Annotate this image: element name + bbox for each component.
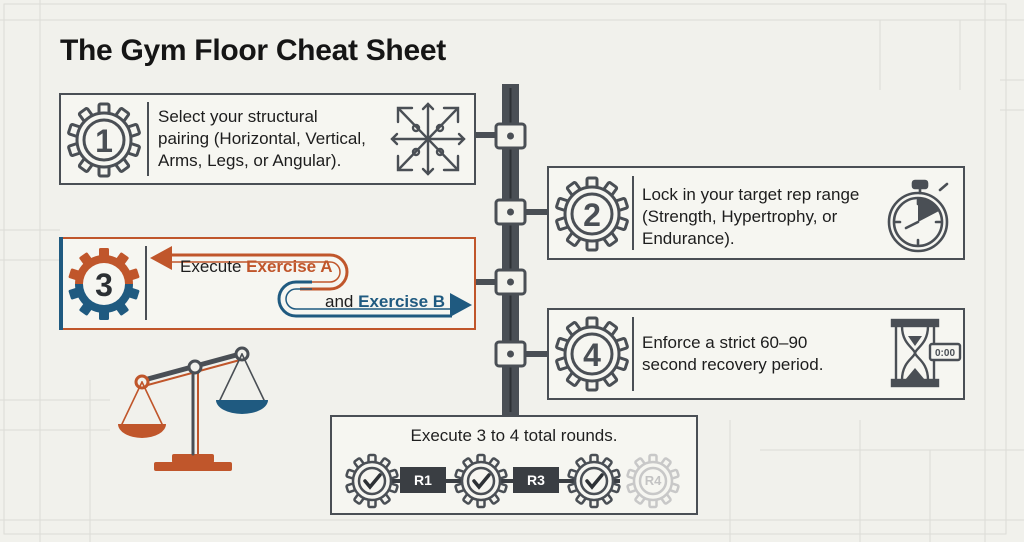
step-2-text: Lock in your target rep range (Strength,…: [642, 185, 860, 248]
gear-number-2-icon: 2: [555, 176, 629, 252]
spine-bracket: [494, 268, 527, 296]
svg-text:2: 2: [583, 197, 601, 233]
execute-exercise-a-label: Execute Exercise A: [180, 257, 333, 276]
round-check-gear-icon: [567, 453, 621, 509]
step-1-text: Select your structural pairing (Horizont…: [158, 107, 366, 170]
svg-text:4: 4: [583, 337, 601, 373]
round-check-gear-icon: [345, 453, 399, 509]
spine-bracket: [494, 340, 527, 368]
exercise-b-arrow: [277, 280, 472, 318]
stopwatch-icon: [887, 179, 949, 253]
divider: [145, 246, 147, 320]
gear-number-3-icon: 3: [68, 248, 140, 320]
divider: [147, 102, 149, 176]
and-exercise-b-label: and Exercise B: [325, 292, 446, 311]
step-4-text: Enforce a strict 60–90 second recovery p…: [642, 333, 824, 374]
round-label-r1: R1: [400, 467, 446, 493]
svg-text:3: 3: [95, 267, 113, 303]
spine-bracket: [494, 198, 527, 226]
round-faded-gear-icon: [626, 453, 680, 509]
spine-bracket: [494, 122, 527, 150]
exercise-a-arrow: [150, 246, 349, 291]
svg-text:1: 1: [95, 123, 113, 159]
rounds-title: Execute 3 to 4 total rounds.: [410, 426, 618, 445]
svg-text:0:00: 0:00: [935, 348, 955, 359]
divider: [632, 176, 634, 250]
round-check-gear-icon: [454, 453, 508, 509]
hourglass-timer-icon: 0:00: [890, 318, 962, 388]
balance-scale-icon: [118, 346, 268, 471]
step-3-accent: [59, 237, 63, 330]
page-title: The Gym Floor Cheat Sheet: [60, 34, 446, 67]
round-label-r4: R4: [644, 473, 662, 488]
crossed-arrows-icon: [390, 102, 466, 176]
divider: [632, 317, 634, 391]
gear-number-4-icon: 4: [555, 316, 629, 392]
round-label-r3: R3: [513, 467, 559, 493]
gear-number-1-icon: 1: [67, 102, 141, 178]
